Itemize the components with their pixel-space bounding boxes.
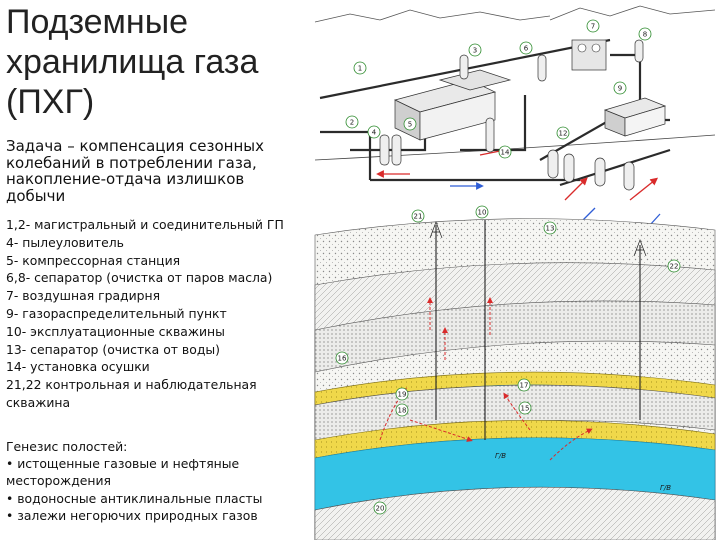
legend-item: 10- эксплуатационные скважины xyxy=(6,323,308,341)
callout-5: 5 xyxy=(404,118,416,130)
genesis-item: истощенные газовые и нефтяные месторожде… xyxy=(6,455,308,489)
svg-text:17: 17 xyxy=(520,382,529,390)
svg-text:18: 18 xyxy=(398,407,407,415)
svg-text:12: 12 xyxy=(559,130,568,138)
callout-4: 4 xyxy=(368,126,380,138)
genesis-item: водоносные антиклинальные пласты xyxy=(6,490,308,507)
callout-9: 9 xyxy=(614,82,626,94)
horizon-mountains xyxy=(315,6,715,22)
callout-16: 16 xyxy=(336,352,348,364)
legend-item: 14- установка осушки xyxy=(6,358,308,376)
legend-list: 1,2- магистральный и соединительный ГП 4… xyxy=(6,216,308,412)
svg-text:22: 22 xyxy=(670,263,679,271)
svg-text:4: 4 xyxy=(372,129,377,137)
svg-text:6: 6 xyxy=(524,45,529,53)
legend-item: 4- пылеуловитель xyxy=(6,234,308,252)
svg-text:7: 7 xyxy=(591,23,595,31)
svg-text:14: 14 xyxy=(501,149,510,157)
svg-text:2: 2 xyxy=(350,119,354,127)
genesis-list: истощенные газовые и нефтяные месторожде… xyxy=(6,455,308,524)
callout-22: 22 xyxy=(668,260,680,272)
svg-text:10: 10 xyxy=(478,209,487,217)
callout-21: 21 xyxy=(412,210,424,222)
svg-text:3: 3 xyxy=(473,47,477,55)
title-line-1: Подземные xyxy=(6,2,306,42)
svg-text:19: 19 xyxy=(398,391,407,399)
svg-text:9: 9 xyxy=(618,85,622,93)
callout-3: 3 xyxy=(469,44,481,56)
storage-diagram: 1 2 3 4 5 6 7 8 9 10 12 13 14 15 16 17 1… xyxy=(310,0,720,540)
callout-1: 1 xyxy=(354,62,366,74)
callout-6: 6 xyxy=(520,42,532,54)
callout-15: 15 xyxy=(519,402,531,414)
svg-text:5: 5 xyxy=(408,121,412,129)
callout-13: 13 xyxy=(544,222,556,234)
geological-strata xyxy=(315,219,715,540)
svg-text:16: 16 xyxy=(338,355,347,363)
callout-12: 12 xyxy=(557,127,569,139)
svg-text:1: 1 xyxy=(358,65,362,73)
svg-text:13: 13 xyxy=(546,225,555,233)
svg-text:21: 21 xyxy=(414,213,423,221)
legend-item: 1,2- магистральный и соединительный ГП xyxy=(6,216,308,234)
task-description: Задача – компенсация сезонных колебаний … xyxy=(6,138,308,204)
air-cooler-tower xyxy=(572,40,606,70)
page-title: Подземные хранилища газа (ПХГ) xyxy=(6,2,306,122)
callout-19: 19 xyxy=(396,388,408,400)
title-line-2: хранилища газа xyxy=(6,42,306,82)
genesis-item: залежи негорючих природных газов xyxy=(6,507,308,524)
callout-8: 8 xyxy=(639,28,651,40)
callout-18: 18 xyxy=(396,404,408,416)
legend-item: 5- компрессорная станция xyxy=(6,252,308,270)
svg-text:20: 20 xyxy=(376,505,385,513)
legend-item: 13- сепаратор (очистка от воды) xyxy=(6,341,308,359)
svg-text:8: 8 xyxy=(643,31,647,39)
genesis-title: Генезис полостей: xyxy=(6,438,308,455)
callout-2: 2 xyxy=(346,116,358,128)
legend-item: 7- воздушная градирня xyxy=(6,287,308,305)
legend-item: 21,22 контрольная и наблюдательная скваж… xyxy=(6,376,308,412)
gas-water-label: Г/В xyxy=(660,484,671,492)
gas-water-label: Г/В xyxy=(495,452,506,460)
ground-surface xyxy=(315,135,715,160)
callout-14: 14 xyxy=(499,146,511,158)
legend-item: 9- газораспределительный пункт xyxy=(6,305,308,323)
callout-17: 17 xyxy=(518,379,530,391)
callout-20: 20 xyxy=(374,502,386,514)
gas-distribution-building xyxy=(605,98,665,136)
legend-item: 6,8- сепаратор (очистка от паров масла) xyxy=(6,269,308,287)
callout-10: 10 xyxy=(476,206,488,218)
callout-7: 7 xyxy=(587,20,599,32)
title-line-3: (ПХГ) xyxy=(6,82,306,122)
svg-text:15: 15 xyxy=(521,405,530,413)
genesis-block: Генезис полостей: истощенные газовые и н… xyxy=(6,438,308,524)
